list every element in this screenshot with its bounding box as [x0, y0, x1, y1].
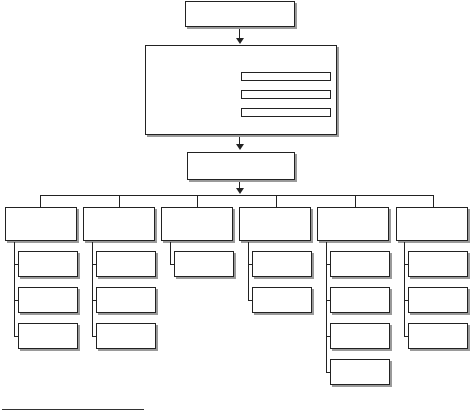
branch-box-6 — [396, 207, 468, 241]
arrow-down-icon — [236, 188, 244, 194]
connector-top-to-middle — [239, 29, 240, 41]
child-tick-1-2 — [14, 300, 18, 301]
child-box-2-1 — [96, 251, 156, 277]
child-box-3-1 — [174, 251, 234, 277]
middle-box — [145, 45, 337, 135]
child-tick-6-2 — [404, 300, 408, 301]
child-tick-5-3 — [326, 336, 330, 337]
child-tick-5-2 — [326, 300, 330, 301]
child-box-5-2 — [330, 287, 390, 313]
middle-field-1 — [241, 72, 331, 81]
child-tick-6-1 — [404, 264, 408, 265]
child-box-1-2 — [18, 287, 78, 313]
child-box-1-1 — [18, 251, 78, 277]
child-tick-1-3 — [14, 336, 18, 337]
child-box-2-3 — [96, 323, 156, 349]
child-tick-5-1 — [326, 264, 330, 265]
branch-box-1 — [5, 207, 77, 241]
footnote-rule — [2, 409, 144, 410]
branch-box-3 — [161, 207, 233, 241]
child-tick-2-2 — [92, 300, 96, 301]
branch-spine-2 — [92, 242, 93, 337]
branch-drop-6 — [433, 195, 434, 207]
branch-box-2 — [83, 207, 155, 241]
branch-drop-1 — [40, 195, 41, 207]
branch-box-5 — [317, 207, 389, 241]
branch-box-4 — [239, 207, 311, 241]
branch-spine-1 — [14, 242, 15, 337]
child-tick-4-1 — [248, 264, 252, 265]
child-box-5-1 — [330, 251, 390, 277]
branch-spine-5 — [326, 242, 327, 372]
child-tick-2-1 — [92, 264, 96, 265]
branch-spine-4 — [248, 242, 249, 300]
arrow-down-icon — [236, 38, 244, 44]
hub-box — [187, 152, 295, 180]
child-tick-2-3 — [92, 336, 96, 337]
connector-hub-to-bus — [239, 182, 240, 190]
top-box — [185, 1, 295, 27]
child-box-5-3 — [330, 323, 390, 349]
child-tick-6-3 — [404, 336, 408, 337]
branch-drop-5 — [355, 195, 356, 207]
branch-spine-6 — [404, 242, 405, 337]
child-tick-3-1 — [170, 264, 174, 265]
arrow-down-icon — [236, 144, 244, 150]
branch-spine-3 — [170, 242, 171, 264]
child-box-6-3 — [408, 323, 468, 349]
child-tick-5-4 — [326, 372, 330, 373]
child-box-5-4 — [330, 359, 390, 385]
child-box-1-3 — [18, 323, 78, 349]
child-box-2-2 — [96, 287, 156, 313]
branch-drop-3 — [197, 195, 198, 207]
child-box-6-1 — [408, 251, 468, 277]
child-tick-1-1 — [14, 264, 18, 265]
child-box-4-1 — [252, 251, 312, 277]
branch-bus-line — [40, 195, 433, 196]
middle-field-2 — [241, 90, 331, 99]
child-tick-4-2 — [248, 300, 252, 301]
middle-field-3 — [241, 108, 331, 117]
child-box-6-2 — [408, 287, 468, 313]
branch-drop-2 — [119, 195, 120, 207]
branch-drop-4 — [276, 195, 277, 207]
connector-middle-to-hub — [239, 137, 240, 147]
child-box-4-2 — [252, 287, 312, 313]
